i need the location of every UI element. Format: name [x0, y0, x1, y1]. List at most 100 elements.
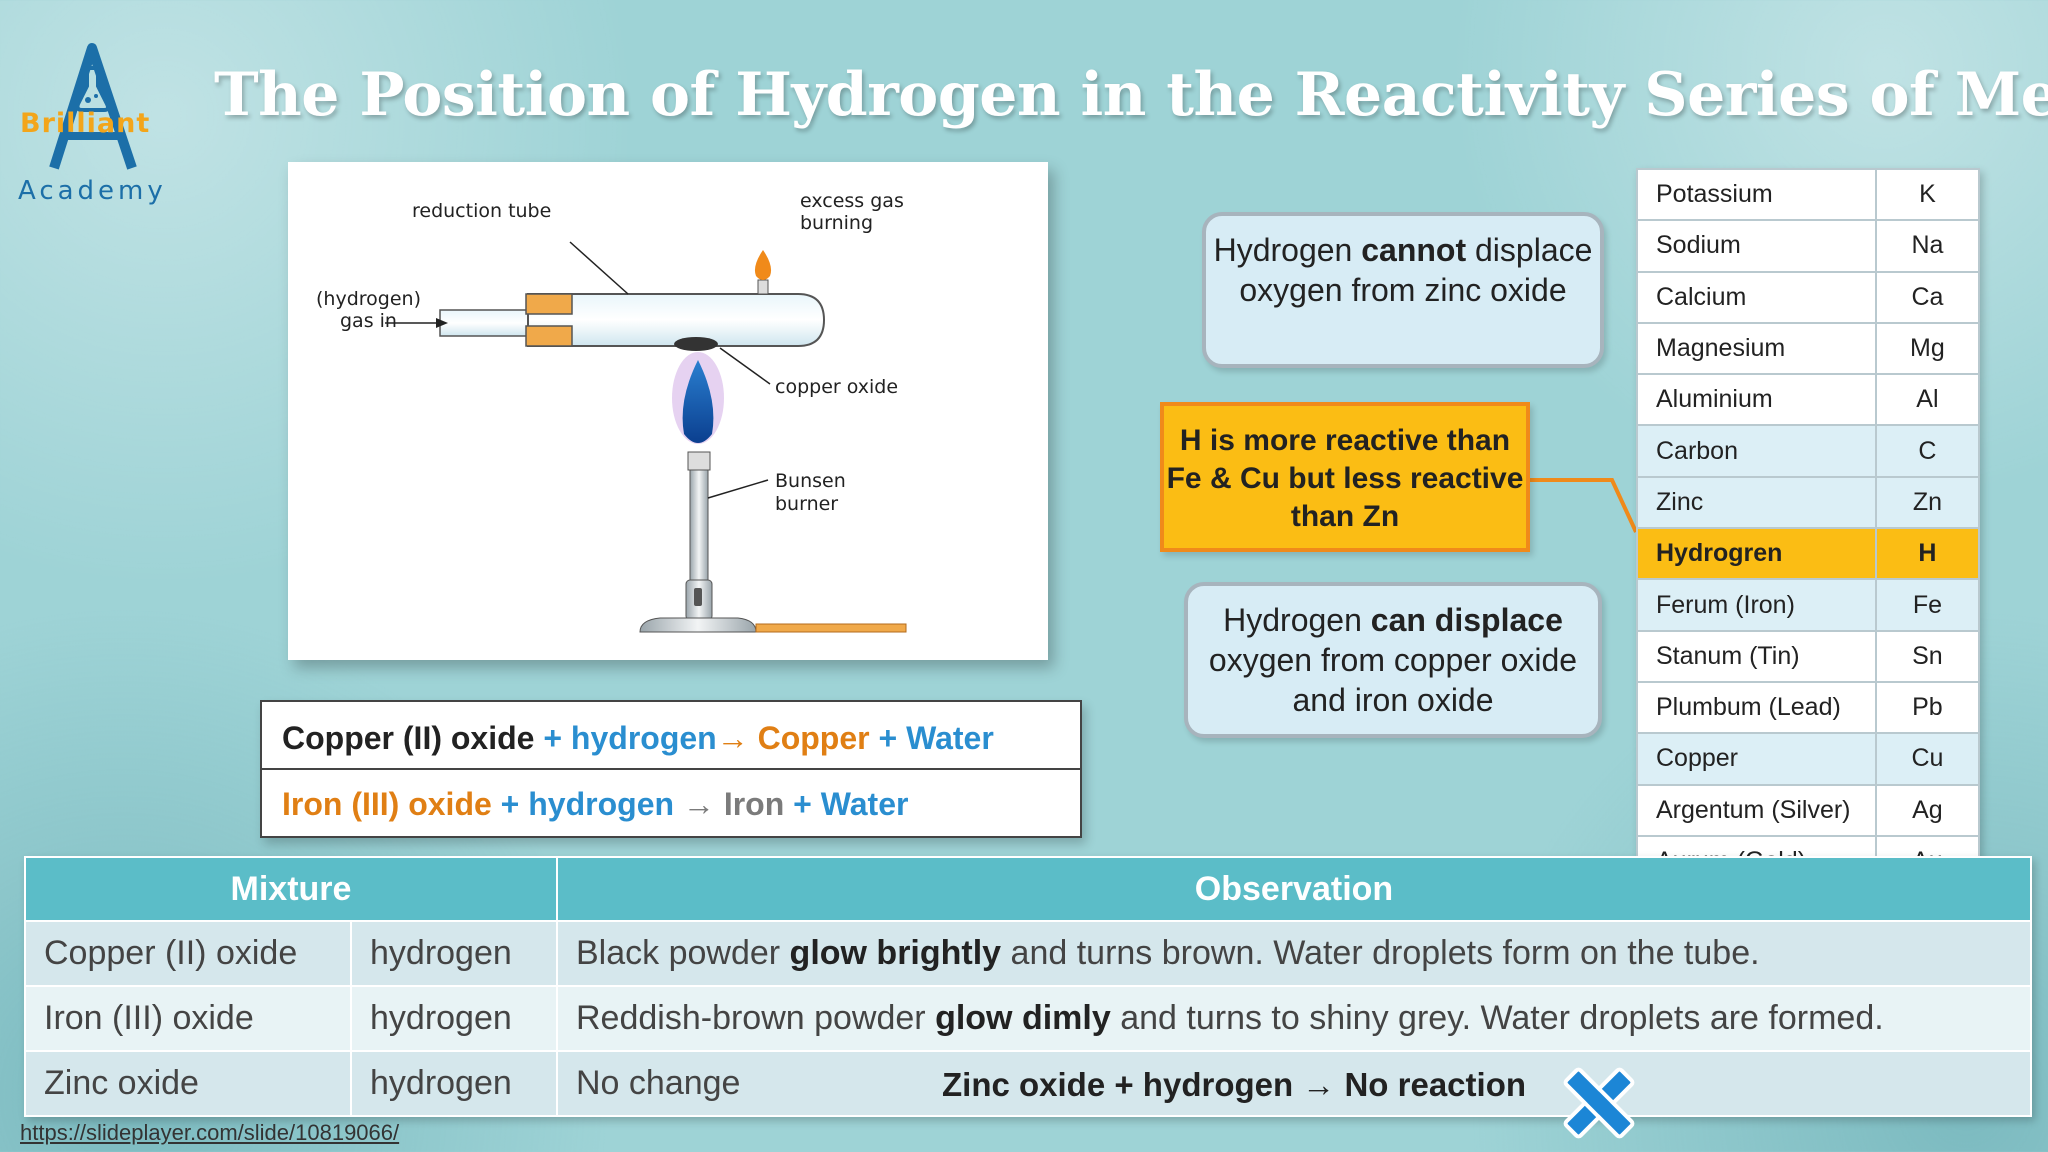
cell-reagent: hydrogen — [350, 985, 558, 1052]
table-row: Copper (II) oxide hydrogen Black powder … — [24, 920, 2032, 987]
no-reaction-equation: Zinc oxide + hydrogen → No reaction — [942, 1066, 1527, 1103]
obs-pre: Reddish-brown powder — [576, 999, 936, 1037]
apparatus-diagram: reduction tube excess gas burning (hydro… — [288, 162, 1048, 660]
equation-divider — [262, 768, 1080, 770]
reduction-apparatus-illustration — [385, 241, 907, 633]
metal-symbol: H — [1874, 527, 1981, 581]
metal-name: Hydrogren — [1636, 527, 1877, 581]
cell-observation: No change — [556, 1050, 2032, 1117]
cell-observation: Black powder glow brightly and turns bro… — [556, 920, 2032, 987]
series-row: Stanum (Tin)Sn — [1636, 629, 1981, 683]
callout-cannot-bold: cannot — [1361, 232, 1467, 268]
metal-name: Argentum (Silver) — [1636, 783, 1877, 837]
brilliant-academy-logo: Brilliant Academy — [14, 36, 174, 216]
metal-symbol: Fe — [1874, 578, 1981, 632]
eq2-part-2: + hydrogen — [491, 786, 683, 822]
equation-copper: Copper (II) oxide + hydrogen→ Copper + W… — [282, 720, 994, 757]
metal-symbol: Cu — [1874, 732, 1981, 786]
table-row: Iron (III) oxide hydrogen Reddish-brown … — [24, 985, 2032, 1052]
obs-bold: glow dimly — [935, 999, 1111, 1037]
metal-name: Potassium — [1636, 167, 1877, 222]
cell-oxide: Iron (III) oxide — [24, 985, 352, 1052]
metal-name: Zinc — [1636, 475, 1877, 530]
eq2-part-3: → Iron — [682, 786, 785, 822]
cross-icon — [1563, 1067, 1635, 1139]
metal-name: Magnesium — [1636, 321, 1877, 376]
eq2-part-1: Iron (III) oxide — [282, 786, 492, 822]
metal-name: Stanum (Tin) — [1636, 629, 1877, 683]
metal-symbol: Al — [1874, 373, 1981, 427]
observation-table: Mixture Observation Copper (II) oxide hy… — [24, 856, 2032, 1117]
logo-brand-text: Brilliant — [20, 108, 151, 139]
cell-reagent: hydrogen — [350, 920, 558, 987]
obs-bold: glow brightly — [789, 934, 1002, 972]
cell-oxide: Zinc oxide — [24, 1050, 352, 1117]
metal-symbol: Mg — [1874, 321, 1981, 376]
eq1-part-1: Copper (II) oxide — [282, 720, 535, 756]
obs-post: and turns to shiny grey. Water droplets … — [1110, 999, 1884, 1037]
label-copper-oxide: copper oxide — [775, 376, 899, 398]
label-hydrogen: (hydrogen) — [316, 288, 421, 310]
callout-can-displace: Hydrogen can displace oxygen from copper… — [1184, 582, 1602, 738]
obs-post: and turns brown. Water droplets form on … — [1001, 934, 1760, 972]
label-reduction-tube: reduction tube — [412, 200, 552, 222]
series-row: Argentum (Silver)Ag — [1636, 783, 1981, 837]
metal-symbol: Na — [1874, 219, 1981, 273]
callout-cannot-displace: Hydrogen cannot displace oxygen from zin… — [1202, 212, 1604, 368]
header-observation: Observation — [556, 856, 2032, 922]
label-gas-in: gas in — [340, 310, 397, 332]
metal-name: Carbon — [1636, 424, 1877, 478]
metal-symbol: Sn — [1874, 629, 1981, 683]
equations-box: Copper (II) oxide + hydrogen → Copper + W… — [260, 700, 1082, 838]
obs-pre: Black powder — [576, 934, 790, 972]
page-title: The Position of Hydrogen in the Reactivi… — [214, 60, 2048, 130]
metal-name: Ferum (Iron) — [1636, 578, 1877, 632]
metal-symbol: Ag — [1874, 783, 1981, 837]
source-link[interactable]: https://slideplayer.com/slide/10819066/ — [20, 1120, 400, 1145]
label-bunsen: Bunsen — [775, 470, 846, 492]
logo-sub-text: Academy — [18, 176, 167, 206]
series-row: Ferum (Iron)Fe — [1636, 578, 1981, 632]
metal-name: Copper — [1636, 732, 1877, 786]
table-row: Zinc oxide hydrogen No change — [24, 1050, 2032, 1117]
metal-symbol: Pb — [1874, 680, 1981, 735]
callout-can-bold: can displace — [1370, 602, 1563, 638]
callout-can-post: oxygen from copper oxide and iron oxide — [1208, 642, 1578, 718]
equation-iron: Iron (III) oxide + hydrogen → Iron + Wat… — [282, 786, 908, 823]
cell-observation: Reddish-brown powder glow dimly and turn… — [556, 985, 2032, 1052]
eq1-part-3: → Copper — [716, 720, 870, 756]
callout-connector-line — [1530, 478, 1638, 533]
label-burner: burner — [775, 493, 839, 515]
callout-cannot-post: displace oxygen from zinc oxide — [1239, 232, 1593, 308]
metal-symbol: Zn — [1874, 475, 1981, 530]
metal-symbol: K — [1874, 167, 1981, 222]
label-burning: burning — [800, 212, 874, 234]
metal-name: Calcium — [1636, 270, 1877, 324]
metal-name: Sodium — [1636, 219, 1877, 273]
metal-name: Aluminium — [1636, 373, 1877, 427]
series-row: Plumbum (Lead)Pb — [1636, 680, 1981, 735]
header-mixture: Mixture — [24, 856, 558, 922]
metal-symbol: C — [1874, 424, 1981, 478]
metal-symbol: Ca — [1874, 270, 1981, 324]
obs-pre: No change — [576, 1064, 741, 1102]
eq2-part-4: + Water — [784, 786, 909, 822]
callout-cannot-pre: Hydrogen — [1213, 232, 1362, 268]
label-excess-gas: excess gas — [800, 190, 904, 212]
eq1-part-4: + Water — [869, 720, 994, 756]
metal-name: Plumbum (Lead) — [1636, 680, 1877, 735]
cell-oxide: Copper (II) oxide — [24, 920, 352, 987]
logo-a-icon — [49, 43, 137, 170]
callout-can-pre: Hydrogen — [1223, 602, 1371, 638]
callout-h-reactivity: H is more reactive than Fe & Cu but less… — [1160, 402, 1530, 552]
